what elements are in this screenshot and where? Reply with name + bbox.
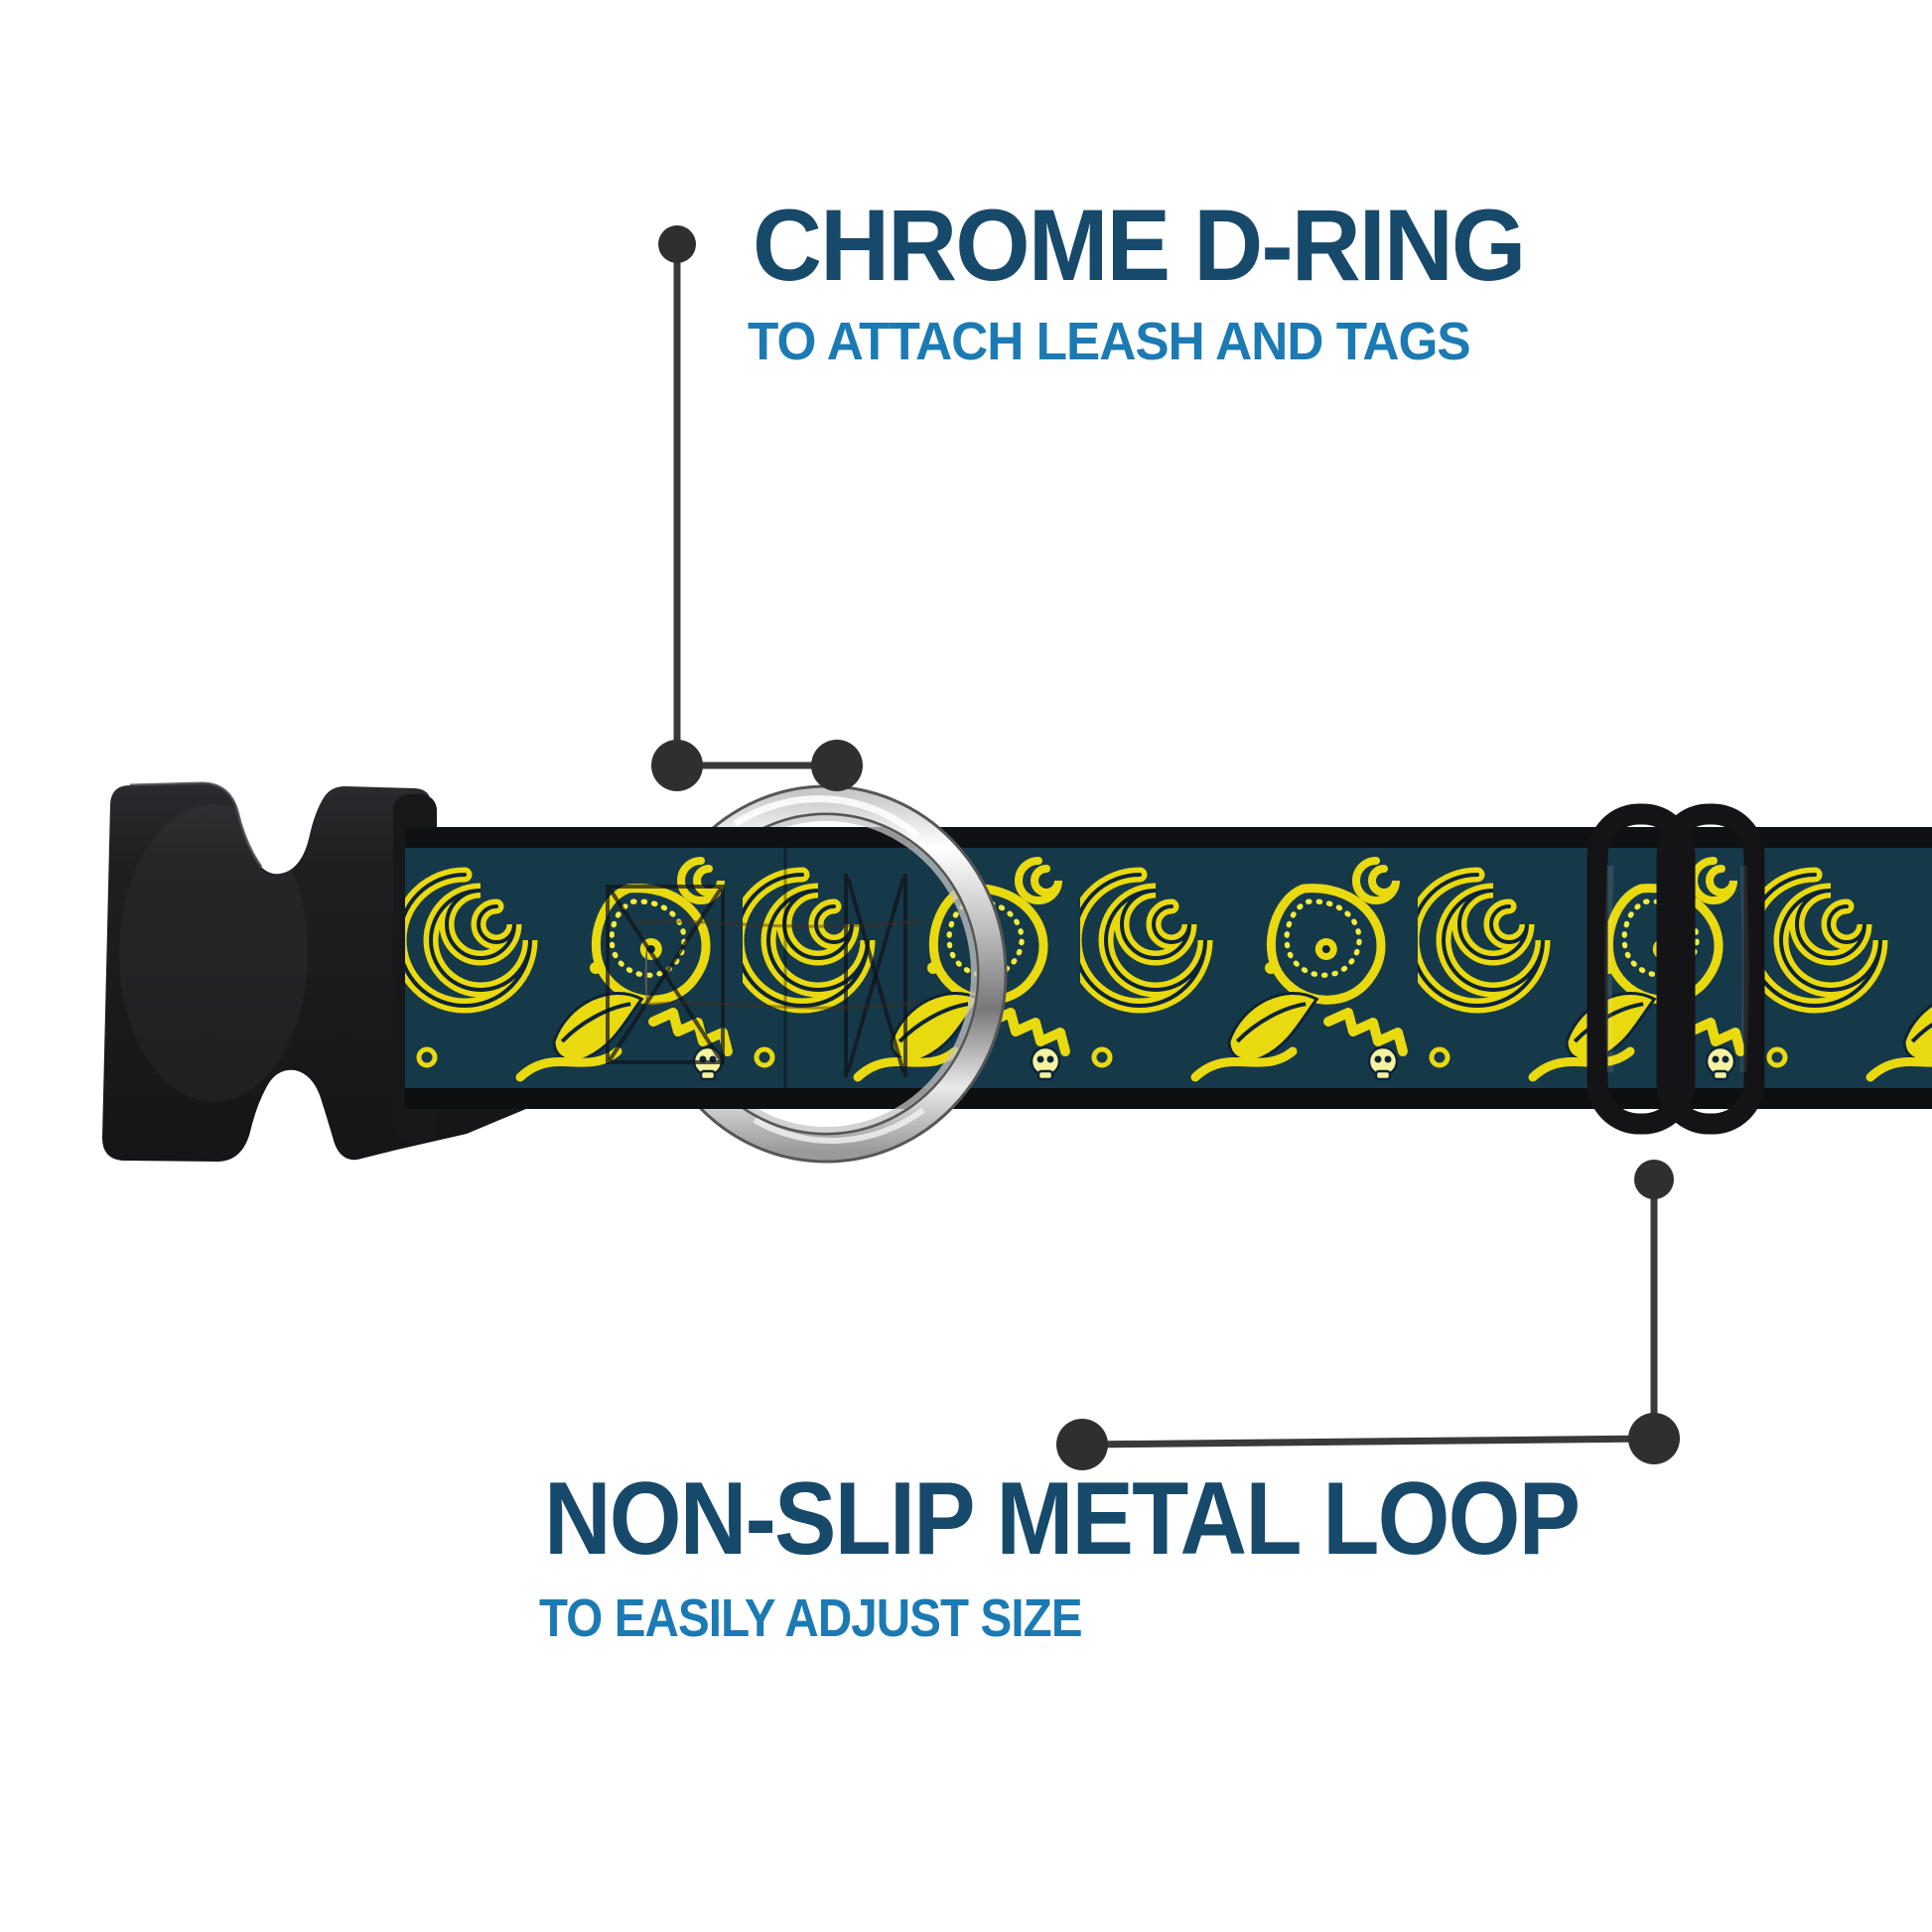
band-bottom-edge (405, 1088, 1932, 1109)
band-top-edge (405, 827, 1932, 848)
callout-dot (1628, 1413, 1680, 1464)
callout-dot (1056, 1419, 1108, 1470)
callout-title-metal-loop: NON-SLIP METAL LOOP (544, 1461, 1581, 1577)
callout-title-d-ring: CHROME D-RING (753, 189, 1526, 302)
callout-subtitle-d-ring: TO ATTACH LEASH AND TAGS (748, 312, 1471, 371)
paisley-collar-band (405, 827, 1932, 1109)
stitching (606, 874, 924, 1077)
callout-line-d-ring (651, 225, 863, 791)
callout-subtitle-metal-loop: TO EASILY ADJUST SIZE (539, 1588, 1083, 1648)
callout-dot (1634, 1160, 1674, 1199)
callout-dot (658, 225, 696, 263)
callout-dot (651, 740, 703, 791)
callout-dot (811, 740, 863, 791)
non-slip-metal-loop-part (1587, 803, 1765, 1135)
callout-line-metal-loop (1056, 1160, 1680, 1470)
